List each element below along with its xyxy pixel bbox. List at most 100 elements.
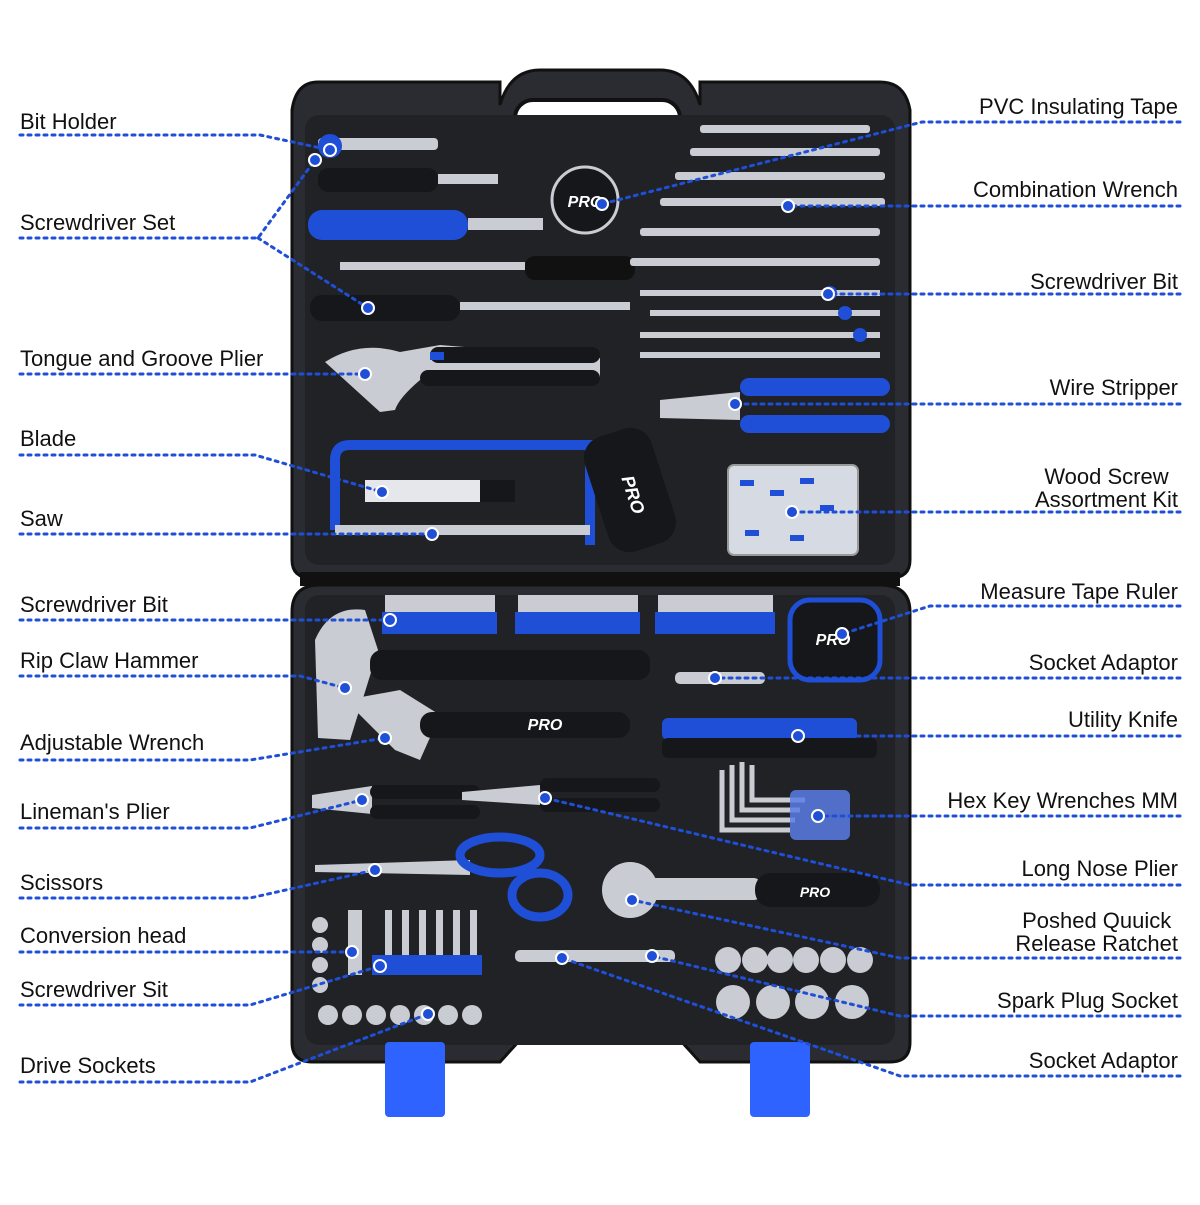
screwdriver-handle-2	[318, 168, 438, 192]
label-combination-wrench: Combination Wrench	[972, 177, 1178, 202]
label-saw: Saw	[20, 506, 63, 531]
dot-linemans-plier	[355, 793, 369, 807]
dot-measure-tape	[835, 627, 849, 641]
label-ratchet-line1: Poshed Quuick	[1022, 908, 1172, 933]
wire-stripper	[660, 378, 890, 433]
dot-conversion-head	[345, 945, 359, 959]
scissors	[315, 832, 573, 922]
ratchet-logo: PRO	[800, 884, 830, 900]
dot-drive-sockets	[421, 1007, 435, 1021]
dot-screwdriver-bit-left	[383, 613, 397, 627]
leader-adjustable-wrench	[18, 736, 387, 762]
dot-tongue-groove-plier	[358, 367, 372, 381]
label-adjustable-wrench: Adjustable Wrench	[20, 730, 205, 755]
label-utility-knife: Utility Knife	[1067, 707, 1178, 732]
hex-key-set	[719, 762, 805, 833]
label-spark-plug-socket: Spark Plug Socket	[997, 988, 1178, 1013]
label-hex-keys: Hex Key Wrenches MM	[947, 788, 1178, 813]
dot-screwdriver-set-2	[361, 301, 375, 315]
dot-adjustable-wrench	[378, 731, 392, 745]
dot-screwdriver-set-1	[308, 153, 322, 167]
label-screwdriver-bit-left: Screwdriver Bit	[20, 592, 168, 617]
label-pvc-tape: PVC Insulating Tape	[979, 94, 1178, 119]
leader-spark-plug-socket	[650, 954, 1182, 1018]
tape-logo: PRO	[568, 194, 603, 211]
rip-claw-hammer	[315, 609, 650, 740]
label-blade: Blade	[20, 426, 77, 451]
conversion-head	[348, 910, 362, 975]
dot-long-nose-plier	[538, 791, 552, 805]
adjustable-wrench: PRO	[345, 690, 630, 760]
leader-ratchet	[630, 898, 1182, 960]
label-screwdriver-bit-right: Screwdriver Bit	[1030, 269, 1178, 294]
dot-scissors	[368, 863, 382, 877]
leader-lines	[18, 120, 1182, 1084]
leader-socket-adaptor-bottom	[560, 956, 1182, 1078]
label-rip-claw-hammer: Rip Claw Hammer	[20, 648, 199, 673]
latch-left[interactable]	[385, 1042, 445, 1117]
label-socket-adaptor-bottom: Socket Adaptor	[1028, 1048, 1178, 1073]
label-wood-screw-line2: Assortment Kit	[1034, 487, 1178, 512]
dot-blade	[375, 485, 389, 499]
dot-saw	[425, 527, 439, 541]
label-wire-stripper: Wire Stripper	[1049, 375, 1178, 400]
label-measure-tape: Measure Tape Ruler	[980, 579, 1178, 604]
dot-spark-plug-socket	[645, 949, 659, 963]
blade-pack	[365, 480, 515, 502]
leader-bit-holder	[18, 133, 332, 152]
label-scissors: Scissors	[20, 870, 104, 895]
screwdriver-handle-4	[525, 256, 635, 280]
label-linemans-plier: Lineman's Plier	[20, 799, 170, 824]
latch-right[interactable]	[750, 1042, 810, 1117]
label-ratchet-line2: Release Ratchet	[1015, 931, 1178, 956]
long-nose-plier	[462, 778, 660, 812]
leader-linemans-plier	[18, 798, 364, 830]
hinge	[300, 572, 900, 586]
dot-hex-keys	[811, 809, 825, 823]
dot-combination-wrench	[781, 199, 795, 213]
tongue-groove-plier	[325, 345, 600, 412]
label-drive-sockets: Drive Sockets	[20, 1053, 156, 1078]
combination-wrench-set	[630, 125, 885, 266]
linemans-plier	[312, 785, 480, 819]
label-socket-adaptor-top: Socket Adaptor	[1028, 650, 1178, 675]
dot-utility-knife	[791, 729, 805, 743]
bit-strips	[382, 595, 775, 634]
label-conversion-head: Conversion head	[20, 923, 187, 948]
label-wood-screw-line1: Wood Screw	[1044, 464, 1169, 489]
utility-knife	[662, 718, 877, 758]
screwdriver-handle-1	[308, 210, 468, 240]
label-tongue-groove-plier: Tongue and Groove Plier	[20, 346, 264, 371]
socket-adaptor-lower	[515, 950, 675, 962]
bit-rack	[372, 955, 482, 975]
label-bit-holder: Bit Holder	[20, 109, 117, 134]
leader-hammer	[18, 674, 347, 690]
measure-tape: PRO	[787, 597, 883, 683]
bit-holder	[318, 138, 438, 150]
dot-wood-screw	[785, 505, 799, 519]
label-long-nose-plier: Long Nose Plier	[1021, 856, 1178, 881]
dot-wire-stripper	[728, 397, 742, 411]
leader-screwdriver-sit	[18, 964, 382, 1007]
leader-scissors	[18, 868, 377, 900]
dot-ratchet	[625, 893, 639, 907]
lower-case	[290, 583, 912, 1117]
screwdriver-handle-3	[310, 295, 460, 321]
leader-blade	[18, 453, 384, 494]
leader-measure-tape	[840, 604, 1182, 636]
socket-rows	[312, 917, 873, 1025]
label-screwdriver-set: Screwdriver Set	[20, 210, 176, 235]
label-ratchet: Poshed Quuick Release Ratchet	[1015, 909, 1178, 955]
leader-long-nose-plier	[543, 796, 1182, 887]
saw-grip	[583, 427, 677, 553]
dot-hammer	[338, 681, 352, 695]
ratchet: PRO	[602, 862, 880, 918]
dot-bit-holder	[323, 143, 337, 157]
leader-screwdriver-set	[18, 158, 370, 310]
dot-socket-adaptor-bottom	[555, 951, 569, 965]
label-screwdriver-sit: Screwdriver Sit	[20, 977, 168, 1002]
leader-pvc-tape	[600, 120, 1182, 206]
leader-end-dots	[308, 143, 849, 1021]
